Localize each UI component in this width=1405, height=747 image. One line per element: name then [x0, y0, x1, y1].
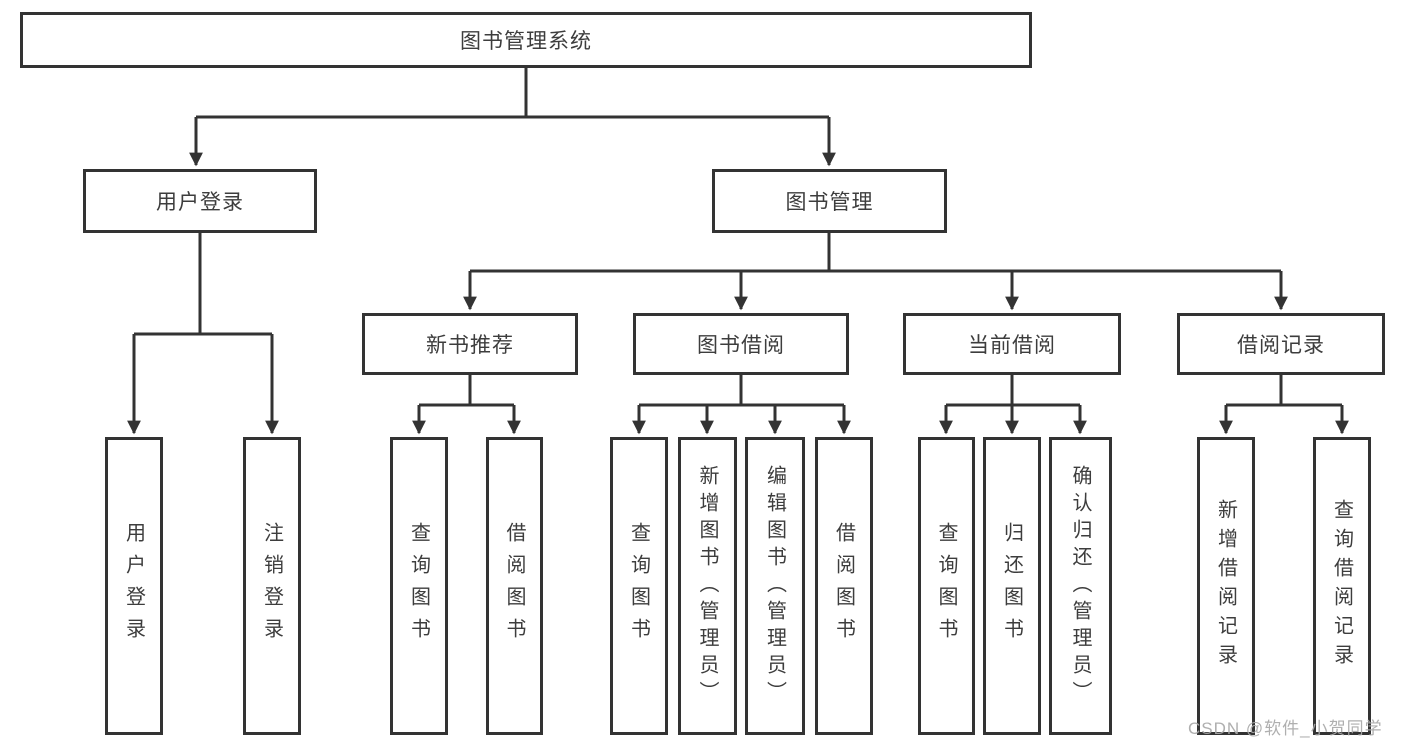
leaf-query-books-current: 查询图书 [918, 437, 975, 735]
leaf-return-books: 归还图书 [983, 437, 1041, 735]
leaf-add-books-admin: 新增图书（管理员） [678, 437, 737, 735]
node-user-login: 用户登录 [83, 169, 317, 233]
leaf-edit-books-admin: 编辑图书（管理员） [745, 437, 805, 735]
node-book-management: 图书管理 [712, 169, 947, 233]
node-borrow-records: 借阅记录 [1177, 313, 1385, 375]
leaf-borrow-books: 借阅图书 [815, 437, 873, 735]
node-current-borrow: 当前借阅 [903, 313, 1121, 375]
leaf-query-borrow-record: 查询借阅记录 [1313, 437, 1371, 735]
leaf-borrow-books-recommend: 借阅图书 [486, 437, 543, 735]
leaf-query-books-borrow: 查询图书 [610, 437, 668, 735]
node-new-book-recommend: 新书推荐 [362, 313, 578, 375]
leaf-logout: 注销登录 [243, 437, 301, 735]
leaf-add-borrow-record: 新增借阅记录 [1197, 437, 1255, 735]
node-root-system: 图书管理系统 [20, 12, 1032, 68]
leaf-query-books-recommend: 查询图书 [390, 437, 448, 735]
node-book-borrow: 图书借阅 [633, 313, 849, 375]
leaf-user-login: 用户登录 [105, 437, 163, 735]
leaf-confirm-return-admin: 确认归还（管理员） [1049, 437, 1112, 735]
csdn-watermark: CSDN @软件_小贺同学 [1188, 719, 1383, 738]
